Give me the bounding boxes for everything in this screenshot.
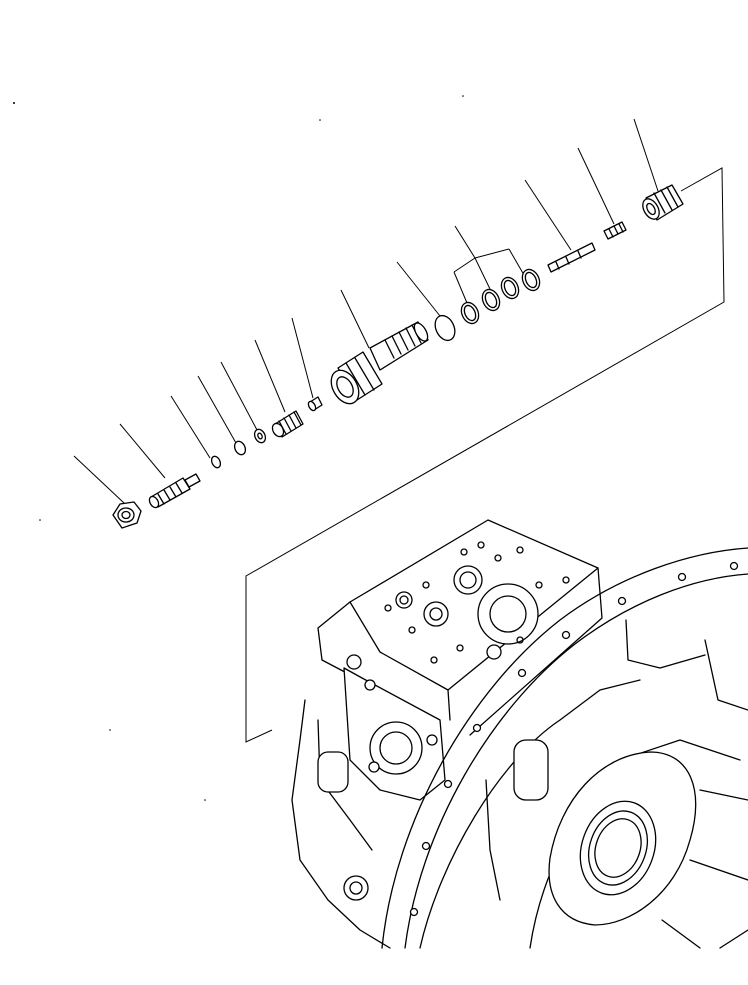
adjust-screw: [148, 473, 201, 509]
plug: [642, 184, 684, 221]
scan-specks: [13, 95, 464, 801]
assembly-frame: [245, 167, 725, 743]
poppet: [307, 396, 323, 412]
seal-ring: [253, 428, 267, 444]
small-spring: [603, 221, 627, 240]
lock-nut: [112, 501, 142, 529]
o-ring-large: [434, 314, 456, 342]
o-ring-small: [210, 455, 222, 469]
valve-body: [330, 321, 429, 405]
backup-ring-small: [233, 440, 247, 456]
spool: [547, 242, 596, 273]
pump-housing: [291, 519, 748, 949]
spring: [271, 410, 304, 438]
leader-lines: [73, 118, 659, 504]
ring-set: [460, 268, 541, 325]
